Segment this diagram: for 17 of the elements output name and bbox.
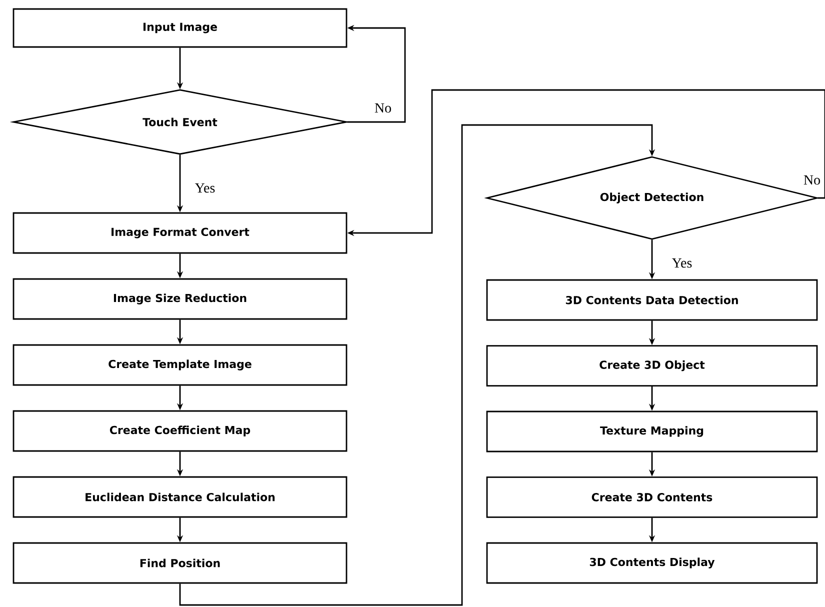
process-box: Image Size Reduction	[12, 278, 348, 320]
process-box: Euclidean Distance Calculation	[12, 476, 348, 518]
process-box: Texture Mapping	[486, 410, 818, 452]
process-box: Create 3D Contents	[486, 476, 818, 518]
process-box: 3D Contents Display	[486, 542, 818, 584]
edge-label: Yes	[194, 182, 216, 194]
edge-label: Yes	[670, 257, 694, 269]
process-box: Find Position	[12, 542, 348, 584]
process-box: Create Template Image	[12, 344, 348, 386]
process-box: Create Coefficient Map	[12, 410, 348, 452]
edge-label: No	[802, 174, 822, 186]
process-box: 3D Contents Data Detection	[486, 279, 818, 321]
arrow	[179, 124, 656, 606]
process-box: Image Format Convert	[12, 212, 348, 254]
edge-label: No	[373, 102, 393, 114]
process-box: Input Image	[12, 8, 348, 48]
process-box: Create 3D Object	[486, 345, 818, 386]
